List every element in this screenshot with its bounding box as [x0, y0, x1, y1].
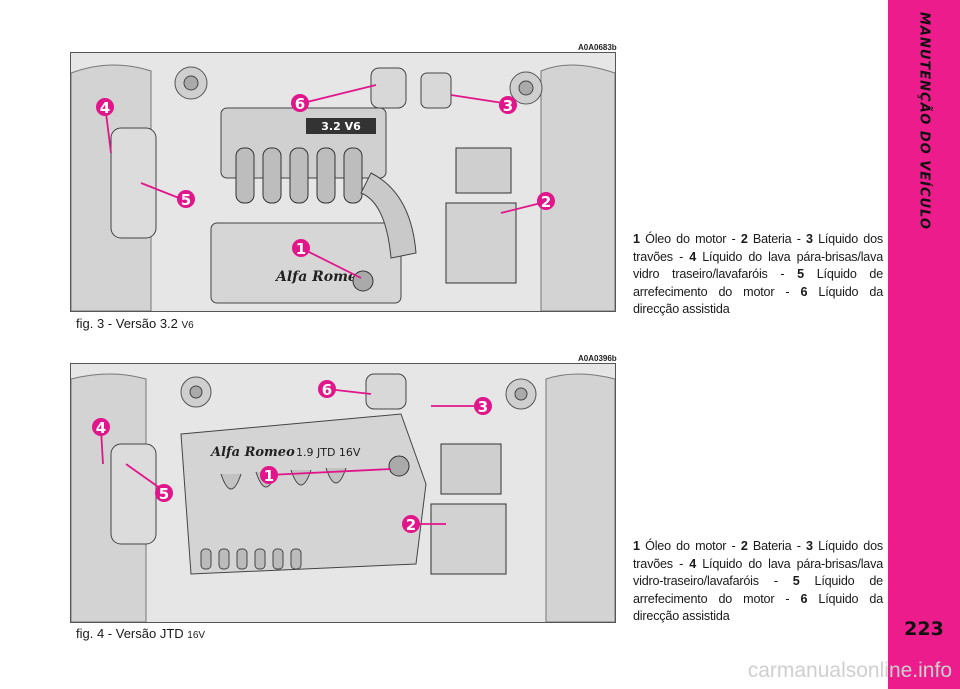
svg-text:4: 4: [96, 419, 106, 437]
callout-3: 3: [499, 96, 517, 115]
legend-figure-4: 1 Óleo do motor - 2 Bateria - 3 Líquido …: [633, 539, 883, 624]
svg-text:6: 6: [295, 95, 305, 113]
callout-1: 1: [292, 239, 310, 258]
figure-code: A0A0683b: [578, 43, 617, 52]
svg-text:5: 5: [181, 191, 191, 209]
svg-text:2: 2: [406, 516, 416, 534]
callout-4: 4: [96, 98, 114, 117]
callout-5: 5: [155, 484, 173, 503]
engine-diagram-jtd: Alfa Romeo 1.9 JTD 16V 1: [71, 364, 615, 622]
svg-text:3: 3: [478, 398, 488, 416]
engine-badge-text: 3.2 V6: [321, 120, 361, 133]
engine-figure-4: Alfa Romeo 1.9 JTD 16V 1: [70, 363, 616, 623]
figure-caption-3: fig. 3 - Versão 3.2 V6: [76, 316, 194, 331]
figure-code: A0A0396b: [578, 354, 617, 363]
callout-5: 5: [177, 190, 195, 209]
callout-1: 1: [260, 466, 278, 485]
callout-4: 4: [92, 418, 110, 437]
figure-caption-4: fig. 4 - Versão JTD 16V: [76, 626, 206, 641]
engine-figure-3: 3.2 V6 Alfa Romeo 1 2 3 4 5 6: [70, 52, 616, 312]
section-sidebar: MANUTENÇÃO DO VEÍCULO: [888, 0, 960, 689]
page-number: 223: [904, 618, 944, 640]
brand-script: Alfa Romeo: [274, 269, 366, 285]
svg-text:1: 1: [264, 467, 274, 485]
callout-2: 2: [402, 515, 420, 534]
callout-6: 6: [318, 380, 336, 399]
legend-figure-3: 1 Óleo do motor - 2 Bateria - 3 Líquido …: [633, 232, 884, 317]
svg-text:6: 6: [322, 381, 332, 399]
engine-diagram-v6: 3.2 V6 Alfa Romeo 1 2 3 4 5 6: [71, 53, 615, 311]
engine-badge-text: 1.9 JTD 16V: [296, 446, 361, 459]
callout-6: 6: [291, 94, 309, 113]
watermark: carmanualsonline.info: [747, 659, 952, 682]
svg-text:3: 3: [503, 97, 513, 115]
svg-text:2: 2: [541, 193, 551, 211]
callout-2: 2: [537, 192, 555, 211]
brand-script: Alfa Romeo: [209, 445, 295, 460]
svg-text:1: 1: [296, 240, 306, 258]
section-title: MANUTENÇÃO DO VEÍCULO: [916, 12, 932, 230]
svg-text:4: 4: [100, 99, 110, 117]
callout-3: 3: [474, 397, 492, 416]
svg-text:5: 5: [159, 485, 169, 503]
